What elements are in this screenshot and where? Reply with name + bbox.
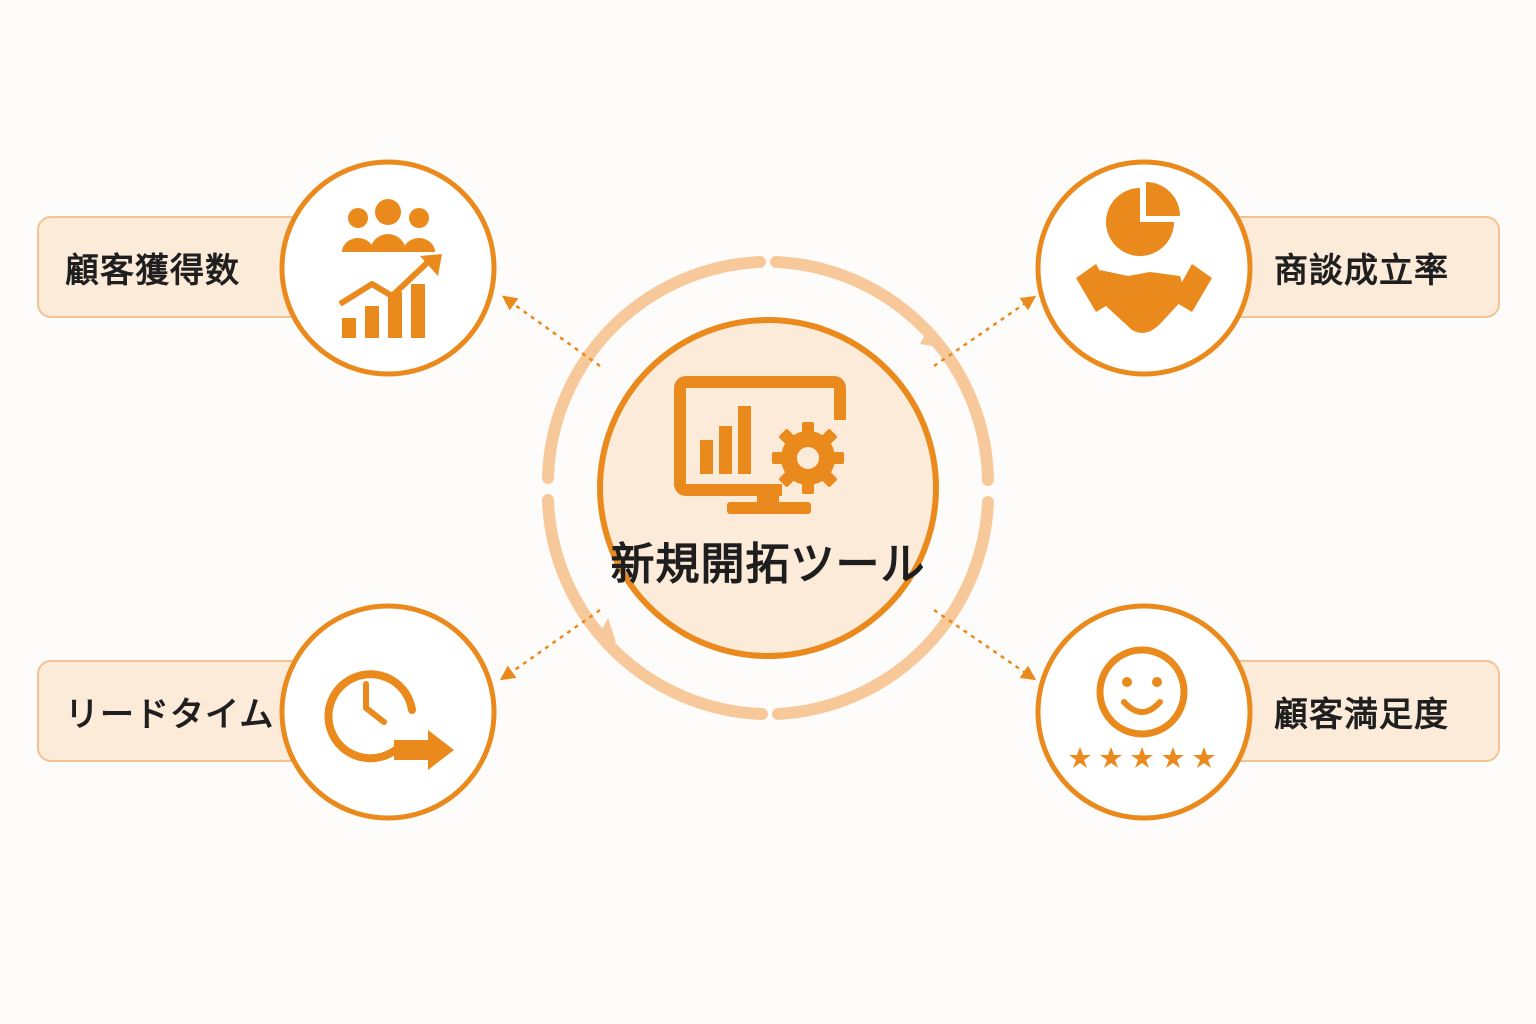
label-acquisition-text: 顧客獲得数 <box>65 250 240 291</box>
label-satisfaction-text: 顧客満足度 <box>1274 694 1449 735</box>
outer-cycle-ring <box>542 256 994 720</box>
clock-arrow-icon <box>324 670 454 770</box>
connector-to-lead-time <box>499 608 601 681</box>
label-deal-rate-text: 商談成立率 <box>1274 250 1449 291</box>
metric-circle-deal-rate <box>1035 159 1253 377</box>
label-deal-rate: 商談成立率 <box>1180 216 1500 318</box>
cycle-arrowheads <box>596 326 944 642</box>
monitor-chart-gear-icon <box>674 376 858 514</box>
center-title: 新規開拓ツール <box>610 539 926 590</box>
dotted-connectors <box>499 295 1037 681</box>
connector-to-deal-rate <box>933 295 1037 368</box>
pie-chart-handshake-icon <box>1076 182 1212 333</box>
connector-to-satisfaction <box>933 608 1037 681</box>
connector-to-acquisition <box>501 295 601 368</box>
metric-circle-satisfaction <box>1035 603 1253 821</box>
label-lead-time-text: リードタイム <box>65 694 275 735</box>
metric-circle-acquisition <box>279 159 497 377</box>
smiley-five-stars-icon <box>1069 646 1215 768</box>
customers-growth-chart-icon <box>338 199 442 338</box>
metric-circle-lead-time <box>279 603 497 821</box>
